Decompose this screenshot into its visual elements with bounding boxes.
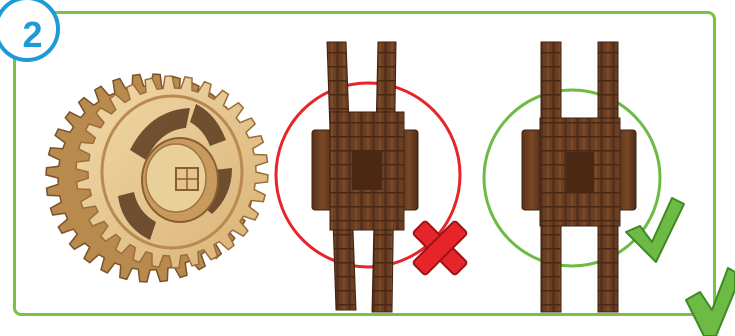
correct-disc-right xyxy=(618,130,636,210)
correct-assembly xyxy=(484,42,684,312)
gear-assembly xyxy=(46,74,268,282)
correct-disc-left xyxy=(522,130,542,210)
correct-axle xyxy=(566,152,594,192)
wrong-axle xyxy=(352,150,382,190)
gear-hub xyxy=(142,138,218,222)
corner-check-icon xyxy=(686,268,735,336)
red-cross-icon xyxy=(398,206,483,291)
incorrect-assembly xyxy=(276,42,482,312)
